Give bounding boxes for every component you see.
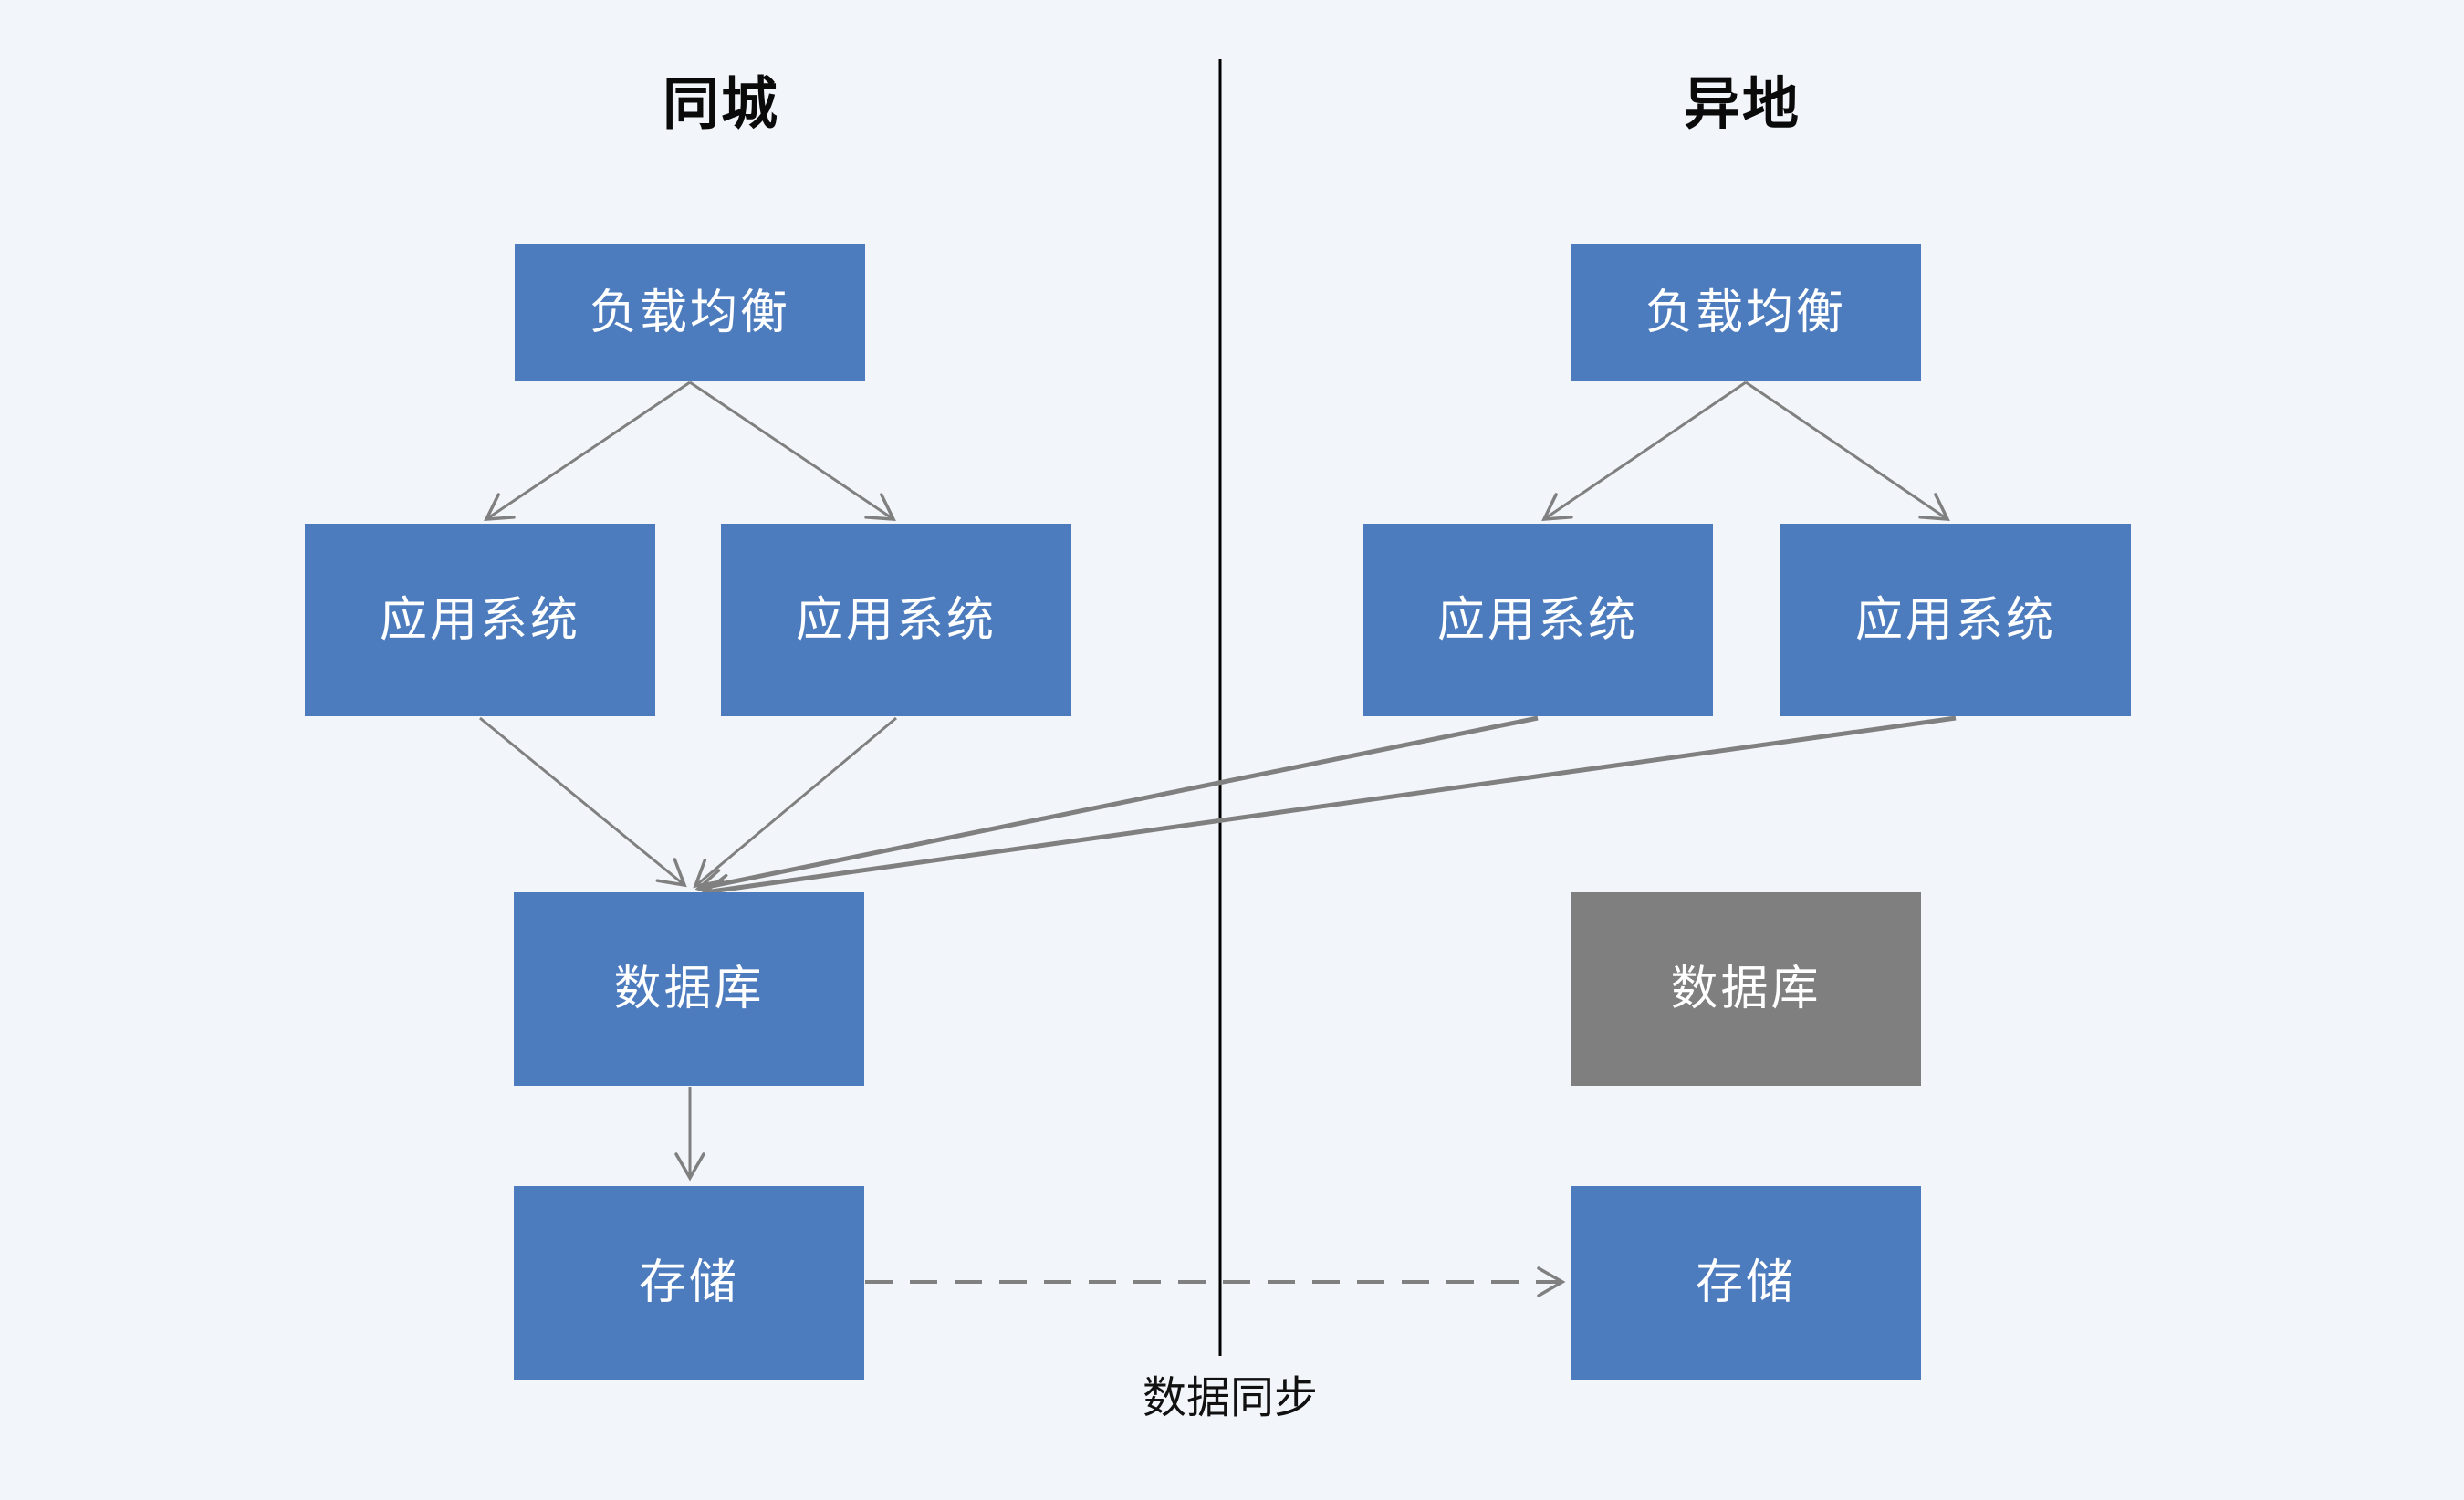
arrow-right-lb-to-app1 <box>1541 380 1747 521</box>
node-label: 负载均衡 <box>589 286 790 339</box>
node-right-database-standby: 数据库 <box>1571 892 1921 1086</box>
node-label: 负载均衡 <box>1644 286 1846 339</box>
arrow-left-app2-to-db <box>693 716 897 889</box>
arrow-right-app1-to-left-db <box>694 715 1539 900</box>
data-sync-label: 数据同步 <box>1142 1374 1318 1422</box>
node-right-app-system-1: 应用系统 <box>1363 524 1713 716</box>
node-right-storage: 存储 <box>1571 1186 1921 1380</box>
arrow-right-app2-to-left-db <box>701 715 1957 905</box>
region-title-same-city: 同城 <box>662 73 779 136</box>
arrow-left-lb-to-app1 <box>484 380 691 521</box>
arrow-left-lb-to-app2 <box>689 380 896 521</box>
node-left-database: 数据库 <box>514 892 864 1086</box>
node-label: 应用系统 <box>379 593 580 647</box>
node-label: 应用系统 <box>795 593 997 647</box>
node-label: 存储 <box>1695 1256 1796 1309</box>
node-label: 存储 <box>638 1256 739 1309</box>
region-title-remote: 异地 <box>1683 73 1801 136</box>
arrow-right-lb-to-app2 <box>1745 380 1950 521</box>
node-left-app-system-1: 应用系统 <box>305 524 655 716</box>
arrow-left-app1-to-db <box>479 716 687 888</box>
node-left-storage: 存储 <box>514 1186 864 1380</box>
node-right-load-balancer: 负载均衡 <box>1571 244 1921 381</box>
node-label: 数据库 <box>613 963 765 1016</box>
node-label: 应用系统 <box>1436 593 1638 647</box>
node-label: 应用系统 <box>1854 593 2056 647</box>
node-left-load-balancer: 负载均衡 <box>515 244 865 381</box>
node-left-app-system-2: 应用系统 <box>721 524 1071 716</box>
node-label: 数据库 <box>1670 963 1822 1016</box>
node-right-app-system-2: 应用系统 <box>1780 524 2131 716</box>
